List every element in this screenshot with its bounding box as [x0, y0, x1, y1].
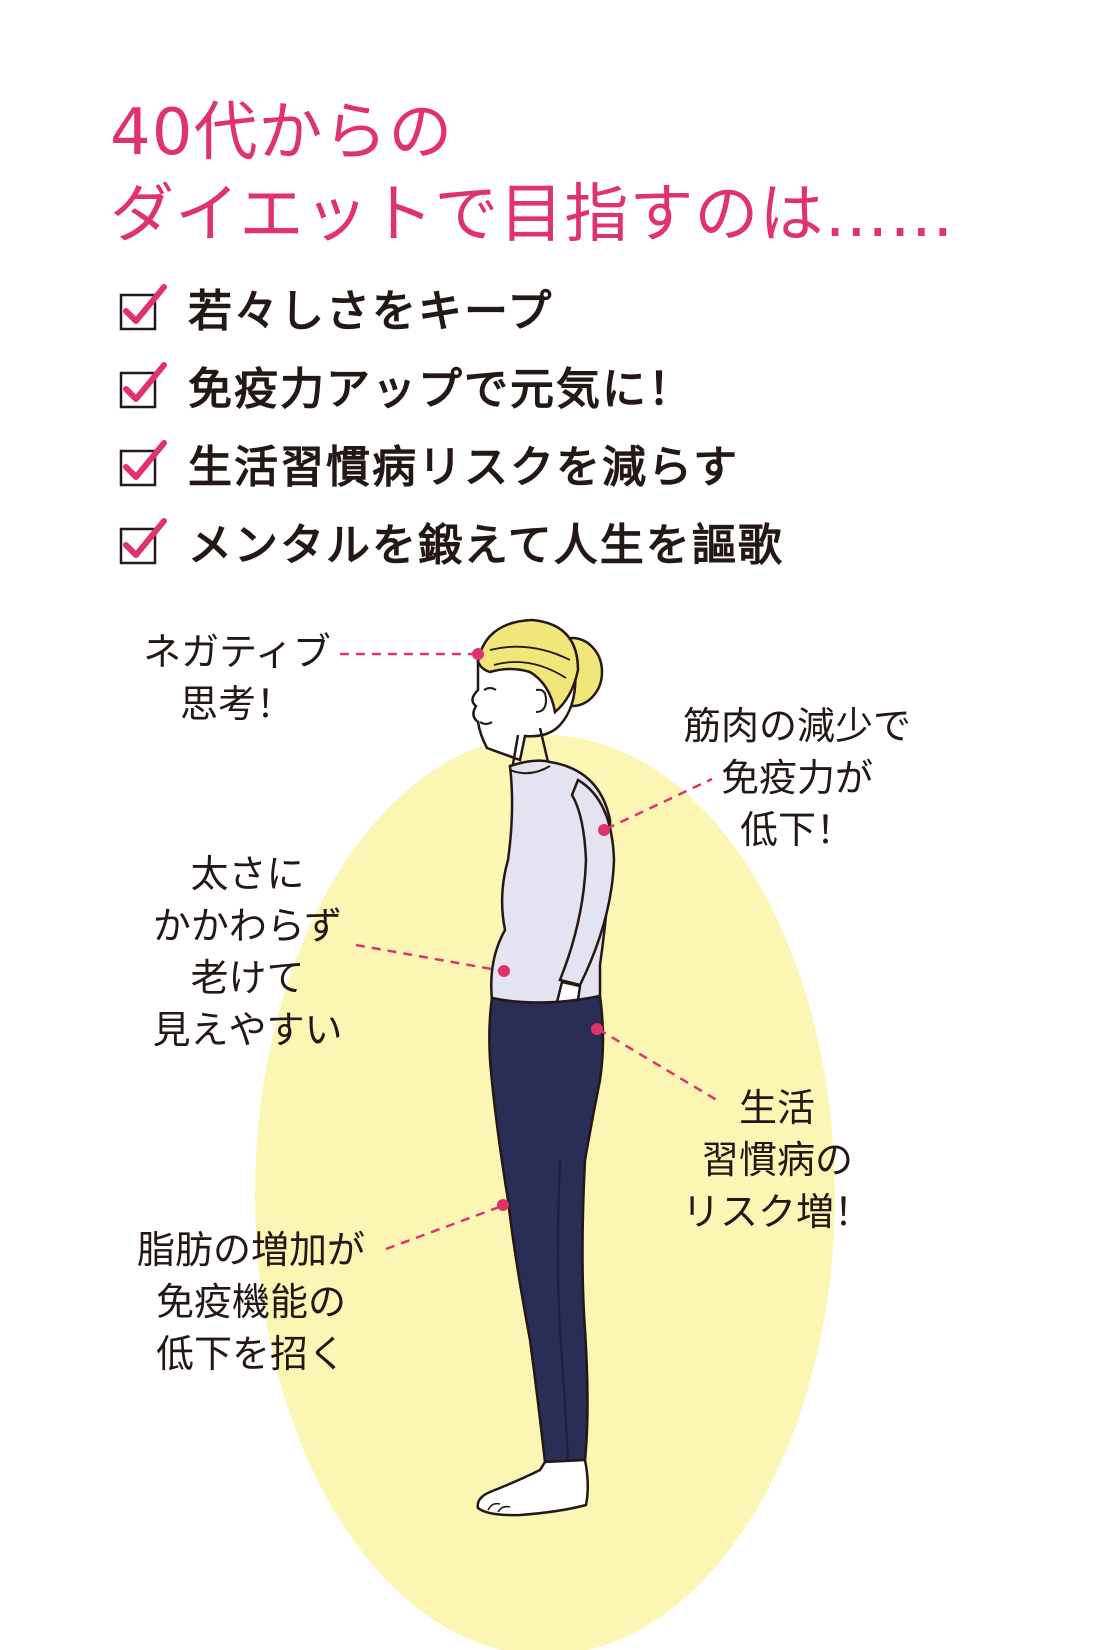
- callout-line: 老けて: [190, 956, 305, 1000]
- woman-posture-illustration: [255, 618, 835, 1650]
- callout-line: 低下！: [739, 808, 854, 852]
- goal-checklist: 若々しさをキープ 免疫力アップで元気に！ 生活習慣病リスクを減らす メンタルを鍛…: [118, 268, 1018, 580]
- title-line-2: ダイエットで目指すのは……: [110, 178, 955, 252]
- check-box-icon: [118, 437, 170, 489]
- callout-line: ネガティブ: [143, 630, 331, 674]
- callout-line: 太さに: [190, 852, 305, 896]
- checklist-item: 若々しさをキープ: [118, 268, 1018, 346]
- callout-line: 生活: [738, 1086, 815, 1130]
- point-head: [472, 648, 484, 660]
- checklist-item: メンタルを鍛えて人生を謳歌: [118, 502, 1018, 580]
- pants-icon: [488, 994, 605, 1464]
- title-line-1: 40代からの: [110, 96, 454, 170]
- callout-lifestyle-risk: 生活 習慣病の リスク増！: [682, 1082, 872, 1238]
- point-arm: [598, 824, 610, 836]
- leader-line-muscle: [605, 777, 713, 831]
- callout-line: 脂肪の増加が: [136, 1228, 365, 1272]
- callout-muscle-loss: 筋肉の減少で 免疫力が 低下！: [662, 700, 932, 856]
- callout-line: 筋肉の減少で: [682, 704, 911, 748]
- check-box-icon: [118, 281, 170, 333]
- callout-line: 見えやすい: [152, 1008, 343, 1052]
- leader-line-lifestyle: [597, 1027, 721, 1104]
- checklist-item-label: 免疫力アップで元気に！: [188, 364, 694, 415]
- leader-line-fat: [385, 1204, 503, 1251]
- point-hip: [591, 1023, 603, 1035]
- check-box-icon: [118, 515, 170, 567]
- callout-line: かかわらず: [152, 904, 343, 948]
- page-title: 40代からの ダイエットで目指すのは……: [110, 92, 1050, 256]
- callout-line: 低下を招く: [155, 1332, 346, 1376]
- callout-line: 習慣病の: [700, 1138, 853, 1182]
- callout-line: リスク増！: [682, 1190, 873, 1234]
- callout-line: 免疫力が: [720, 756, 873, 800]
- callout-fat-increase: 脂肪の増加が 免疫機能の 低下を招く: [116, 1224, 386, 1380]
- callout-negative-thinking: ネガティブ 思考！: [142, 626, 332, 730]
- checklist-item-label: メンタルを鍛えて人生を謳歌: [188, 520, 784, 571]
- foot-icon: [476, 1458, 589, 1517]
- checklist-item-label: 若々しさをキープ: [188, 286, 554, 337]
- callout-line: 免疫機能の: [155, 1280, 346, 1324]
- point-belly: [498, 965, 510, 977]
- hair-icon: [476, 618, 580, 715]
- callout-aging-look: 太さに かかわらず 老けて 見えやすい: [140, 848, 355, 1056]
- checklist-item-label: 生活習慣病リスクを減らす: [188, 442, 740, 493]
- callout-line: 思考！: [179, 682, 294, 726]
- point-thigh: [497, 1199, 509, 1211]
- check-box-icon: [118, 359, 170, 411]
- leader-line-aging: [355, 943, 504, 973]
- checklist-item: 免疫力アップで元気に！: [118, 346, 1018, 424]
- checklist-item: 生活習慣病リスクを減らす: [118, 424, 1018, 502]
